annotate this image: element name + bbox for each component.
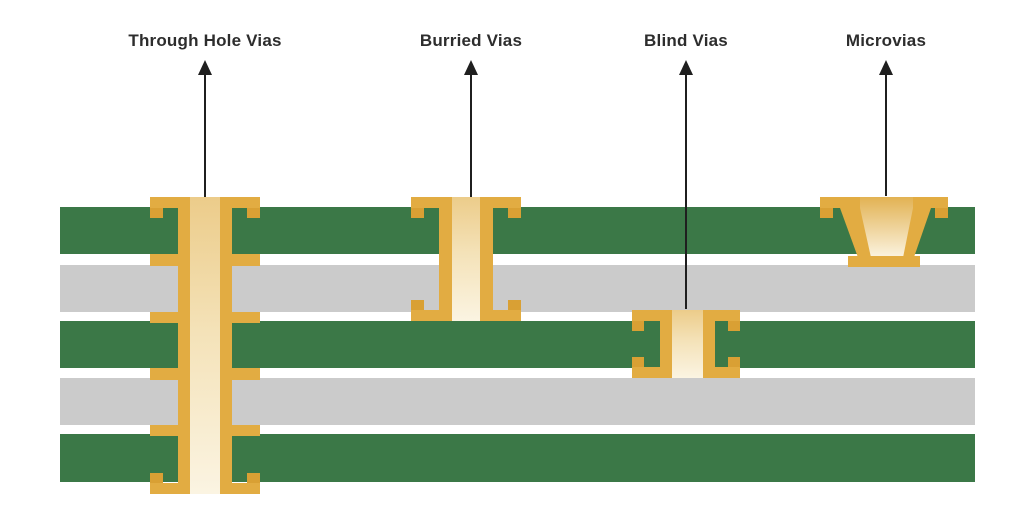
microvia-bottom-pad [848, 256, 920, 267]
blind-via-wall-right [703, 310, 715, 378]
through-via-tab [232, 368, 260, 380]
through-via-tab [150, 368, 178, 380]
microvia-lip-right [935, 208, 948, 218]
blind-via-top-lip-right [728, 321, 740, 331]
through-via-wall-left [178, 197, 190, 494]
through-via-barrel-fill [190, 197, 220, 494]
label-through-hole-vias: Through Hole Vias [128, 31, 282, 50]
blind-via-bottom-lip-left [632, 357, 644, 367]
buried-via-bottom-lip-right [508, 300, 521, 310]
arrow-up-icon [198, 60, 212, 75]
buried-via-wall-right [480, 197, 493, 321]
through-via-tab [232, 312, 260, 323]
label-burried-vias: Burried Vias [419, 31, 523, 50]
buried-via-wall-left [439, 197, 452, 321]
arrow-up-icon [464, 60, 478, 75]
buried-via-barrel-fill [452, 197, 480, 321]
arrow-line [204, 74, 206, 197]
through-via-tab [150, 312, 178, 323]
arrow-up-icon [879, 60, 893, 75]
through-via-tab [150, 254, 178, 266]
arrow-line [685, 74, 687, 309]
through-via-top-lip-left [150, 208, 163, 218]
through-via-top-lip-right [247, 208, 260, 218]
buried-via-bottom-lip-left [411, 300, 424, 310]
blind-via-barrel-fill [672, 310, 703, 378]
arrow-line [885, 74, 887, 196]
through-via-tab [232, 425, 260, 436]
through-via-bottom-lip-right [247, 473, 260, 483]
blind-via-bottom-lip-right [728, 357, 740, 367]
microvia-lip-left [820, 208, 833, 218]
buried-via-top-lip-right [508, 208, 521, 218]
arrow-line [470, 74, 472, 197]
through-via-tab [150, 425, 178, 436]
buried-via-top-lip-left [411, 208, 424, 218]
through-via-wall-right [220, 197, 232, 494]
blind-via-wall-left [660, 310, 672, 378]
arrow-up-icon [679, 60, 693, 75]
blind-via-top-lip-left [632, 321, 644, 331]
label-blind-vias: Blind Vias [644, 31, 728, 50]
through-via-tab [232, 254, 260, 266]
label-microvias: Microvias [845, 31, 927, 50]
through-via-bottom-lip-left [150, 473, 163, 483]
